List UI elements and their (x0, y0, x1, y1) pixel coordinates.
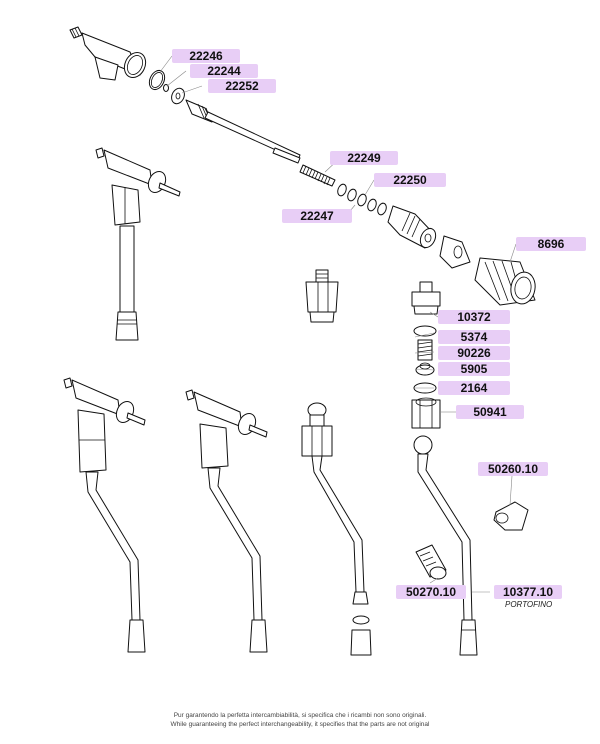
part-50270-10-sleeve (415, 544, 447, 580)
label-22252: 22252 (208, 79, 276, 93)
pipe-assembly-4 (413, 435, 478, 656)
label-2164: 2164 (438, 381, 510, 395)
part-5374-oring (413, 325, 437, 337)
valve-stem (185, 99, 301, 164)
label-8696: 8696 (516, 237, 586, 251)
label-22250: 22250 (374, 173, 446, 187)
label-22247: 22247 (282, 209, 352, 223)
disclaimer-italian: Pur garantendo la perfetta intercambiabi… (173, 712, 427, 719)
part-22244-ring (163, 84, 169, 92)
pipe-assembly-1 (63, 377, 146, 653)
part-50260-10-clip (493, 501, 529, 531)
leader-lines (159, 55, 517, 593)
label-50260-10: 50260.10 (478, 462, 548, 476)
label-50941: 50941 (456, 405, 524, 419)
part-22246-ring (148, 69, 166, 91)
label-22244: 22244 (190, 64, 258, 78)
label-10372: 10372 (438, 310, 510, 324)
label-90226: 90226 (438, 346, 510, 360)
part-22247-orings (337, 183, 387, 216)
valve-body-top (69, 26, 147, 81)
label-22246: 22246 (172, 49, 240, 63)
label-5905: 5905 (438, 362, 510, 376)
label-50270-10: 50270.10 (396, 585, 466, 599)
valve-assembly-left (95, 147, 181, 341)
part-10372-fitting (411, 281, 441, 315)
label-10377-10: 10377.10 (494, 585, 562, 599)
pipe-assembly-2 (185, 389, 268, 653)
label-portofino: PORTOFINO (505, 600, 553, 609)
label-5374: 5374 (438, 330, 510, 344)
part-22252-washer (171, 87, 185, 105)
disclaimer-english: While guaranteeing the perfect interchan… (170, 721, 430, 728)
valve-seat (387, 205, 437, 249)
part-90226-spring (417, 339, 433, 361)
part-8696-knob (474, 257, 536, 306)
pipe-assembly-3 (301, 402, 372, 656)
adapter-fitting (305, 269, 339, 323)
nut-part (439, 235, 471, 269)
label-22249: 22249 (330, 151, 398, 165)
part-50941-nut (411, 397, 441, 429)
part-22249-spring (299, 164, 336, 187)
